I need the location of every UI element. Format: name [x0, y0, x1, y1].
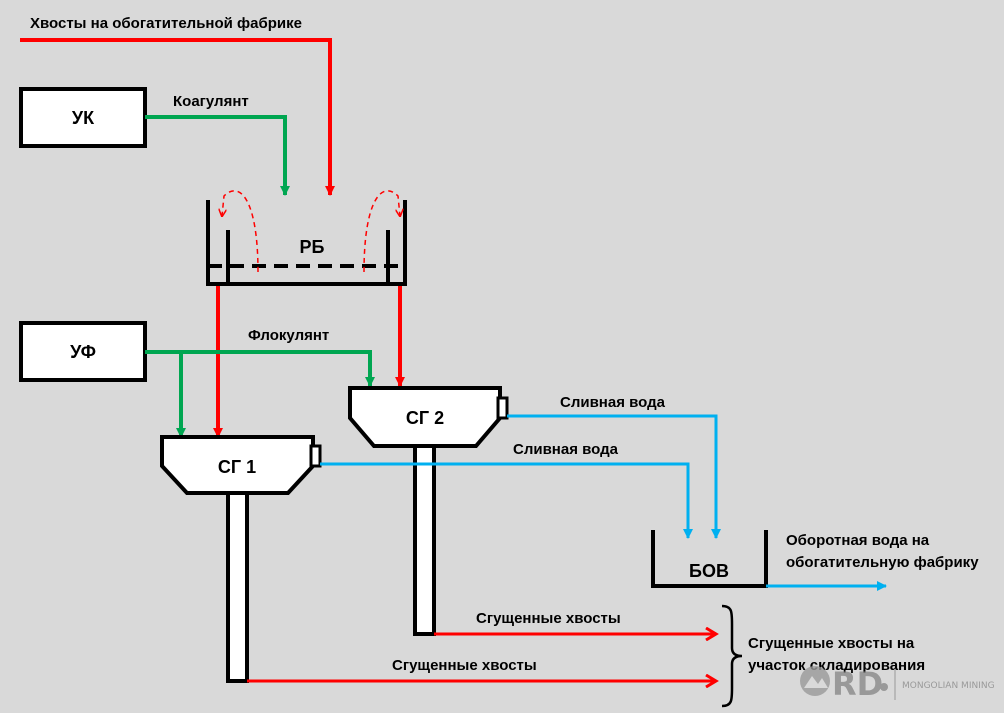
unit-bov-label: БОВ	[689, 561, 729, 581]
overflow-water-label-1: Сливная вода	[560, 394, 666, 411]
coagulant-line	[145, 115, 290, 196]
storage-label-line1: Сгущенные хвосты на	[748, 635, 915, 652]
unit-rb-label: РБ	[300, 237, 325, 257]
thickened-tailings-label-2: Сгущенные хвосты	[392, 657, 537, 674]
thickened-tailings-label-1: Сгущенные хвосты	[476, 610, 621, 627]
logo-brand: RD	[832, 665, 883, 703]
rb-circulation-left-arrow	[222, 190, 259, 273]
flocculant-to-sg2-line	[145, 350, 375, 387]
unit-sg1-label: СГ 1	[218, 457, 256, 477]
company-logo: RD MONGOLIAN MINING	[800, 665, 995, 703]
sg1-overflow-water-line	[320, 462, 693, 539]
unit-uk: УК	[19, 87, 147, 148]
tailings-feed-label: Хвосты на обогатительной фабрике	[30, 15, 302, 32]
sg2-overflow-water-line	[507, 414, 721, 539]
unit-sg1: СГ 1	[160, 435, 322, 683]
unit-bov: БОВ	[651, 530, 768, 588]
flocculant-label: Флокулянт	[248, 327, 329, 344]
storage-brace	[721, 604, 743, 708]
return-water-label-line2: обогатительную фабрику	[786, 554, 979, 571]
return-water-label-line1: Оборотная вода на	[786, 532, 930, 549]
storage-label-line2: участок складирования	[748, 657, 925, 674]
unit-sg2-label: СГ 2	[406, 408, 444, 428]
unit-rb: РБ	[206, 200, 407, 286]
rb-circulation-right-arrow	[363, 190, 400, 273]
coagulant-label: Коагулянт	[173, 93, 249, 110]
logo-company: MONGOLIAN MINING	[902, 681, 995, 691]
unit-uk-label: УК	[72, 108, 95, 128]
overflow-water-label-2: Сливная вода	[513, 441, 619, 458]
tailings-feed-line	[20, 38, 335, 196]
unit-uf: УФ	[19, 321, 147, 382]
unit-uf-label: УФ	[70, 342, 96, 362]
unit-sg2: СГ 2	[348, 386, 509, 636]
